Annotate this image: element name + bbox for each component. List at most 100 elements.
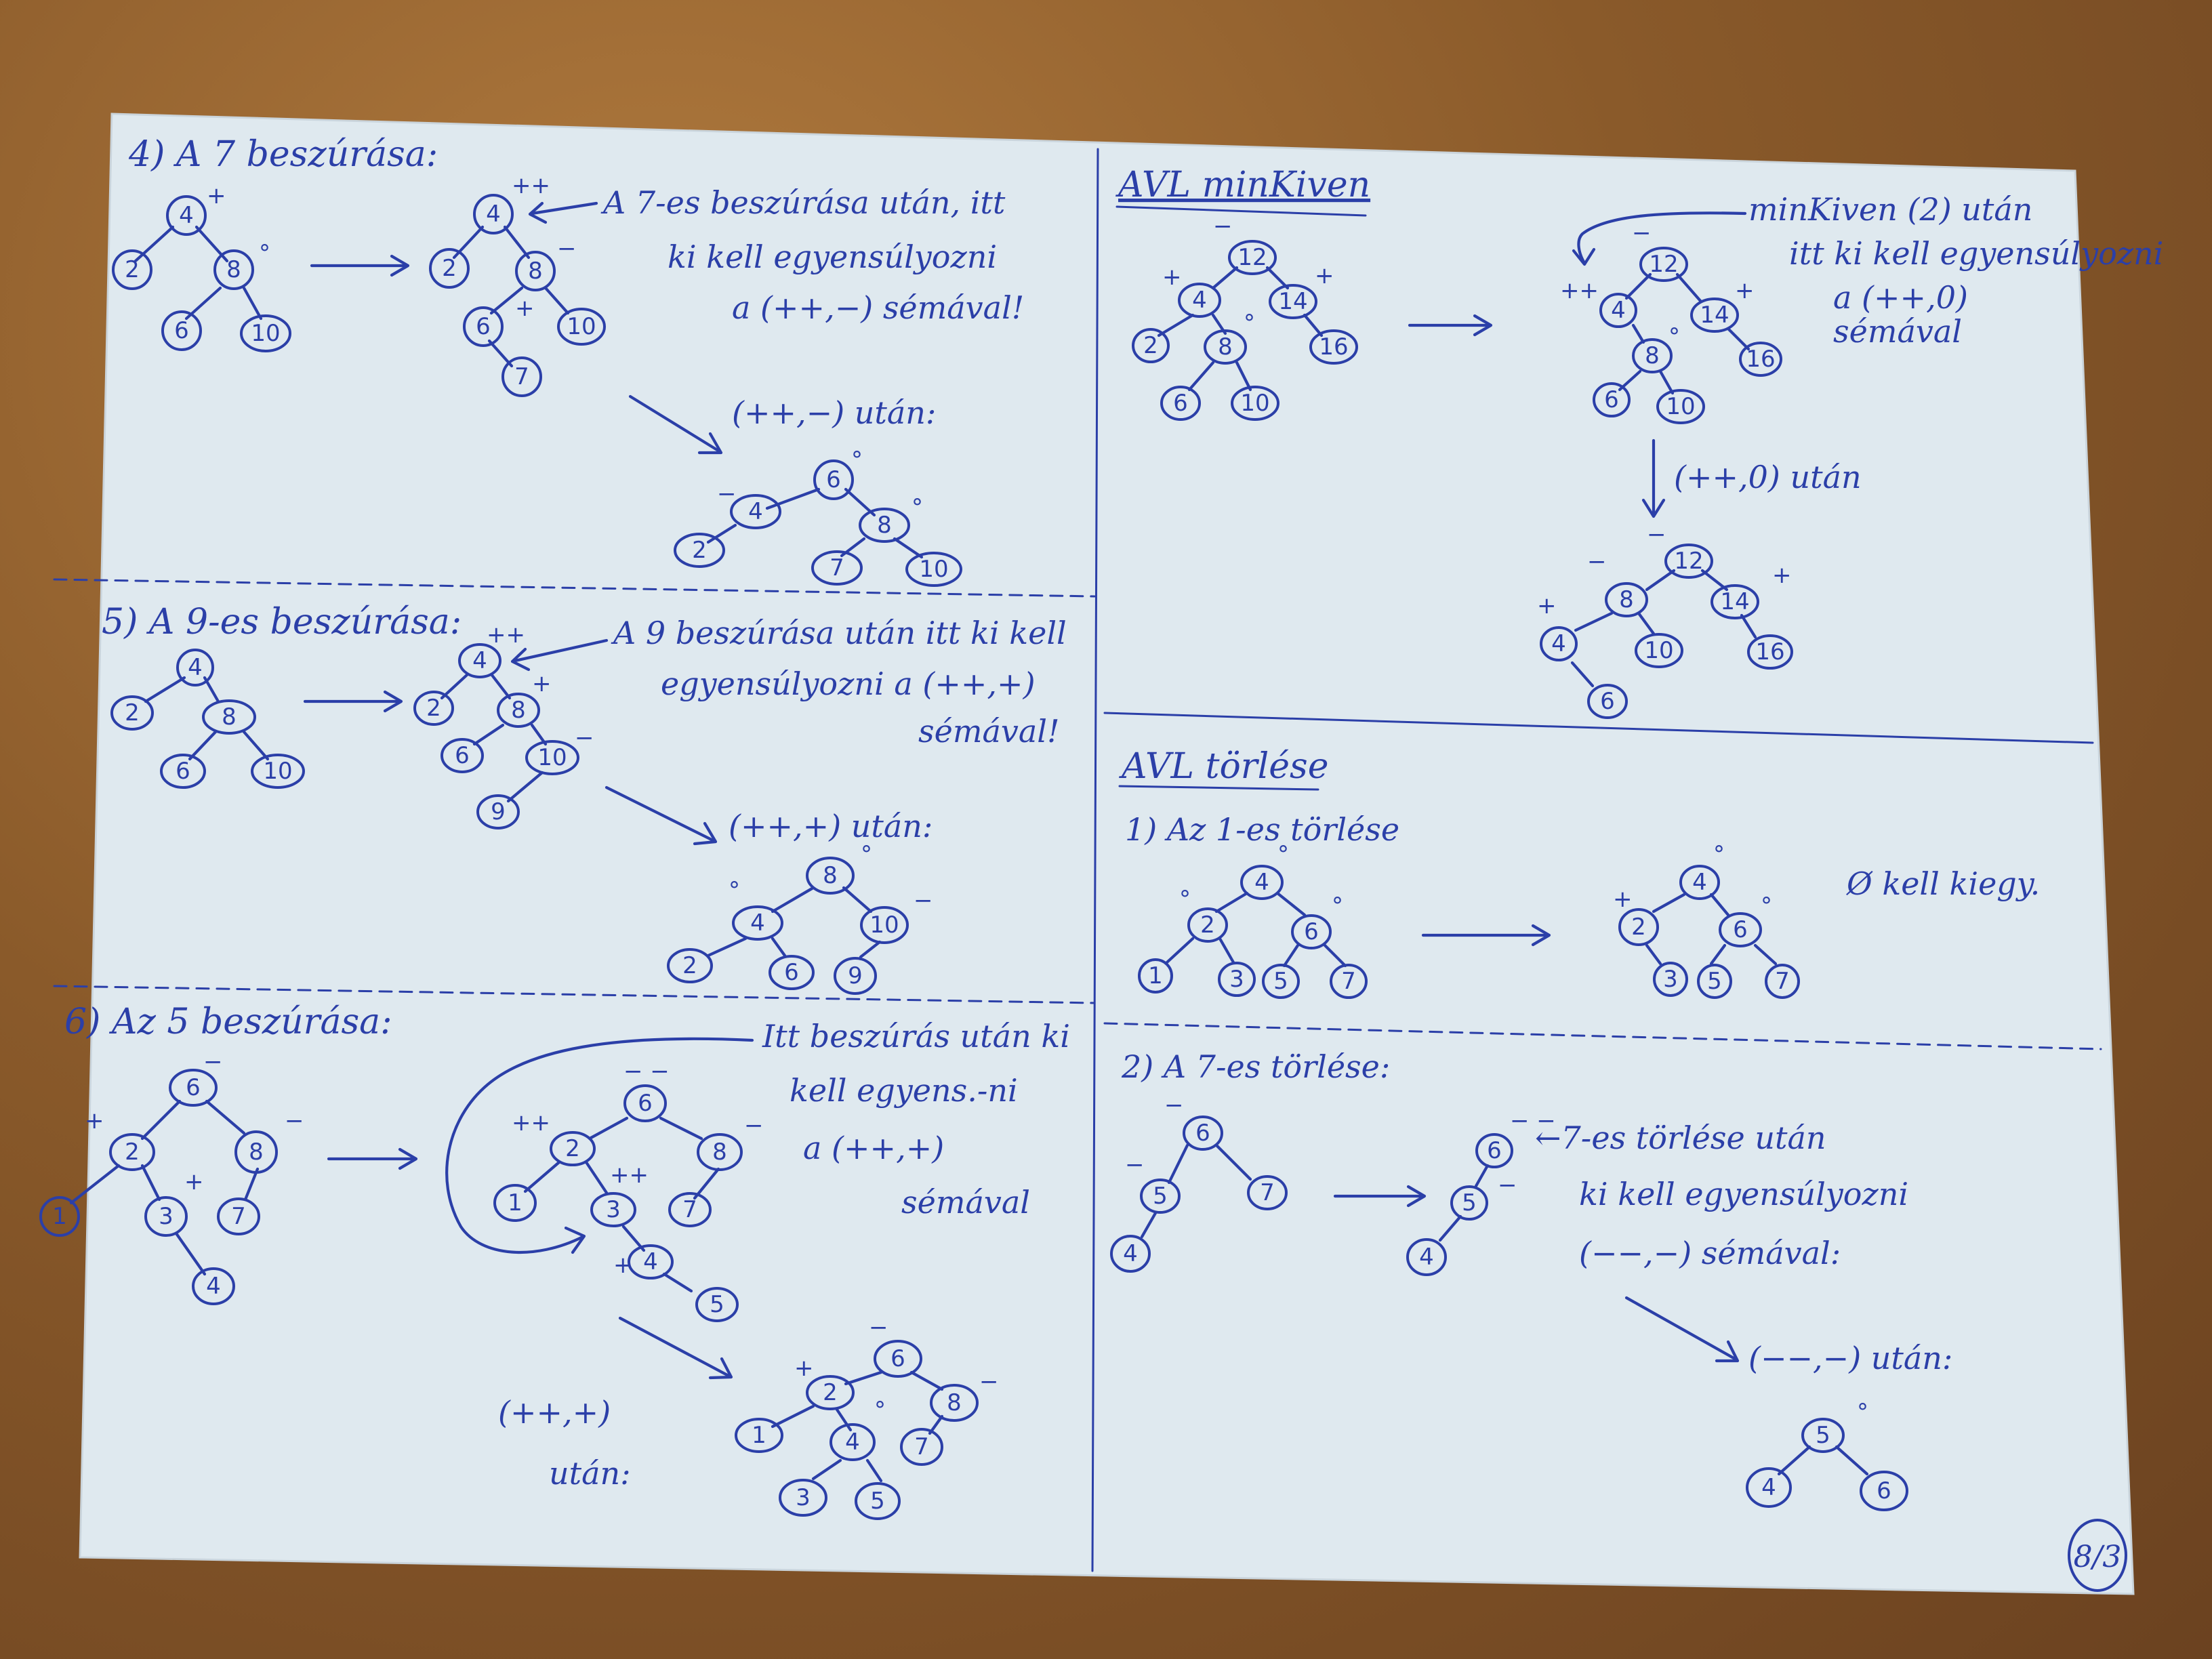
- node: 6: [160, 754, 206, 789]
- node: 6: [1593, 382, 1631, 417]
- node: 1: [493, 1184, 537, 1222]
- node: 4: [192, 1267, 235, 1305]
- node: 8: [515, 251, 556, 291]
- node: 4: [1240, 865, 1284, 900]
- node: 4: [1406, 1238, 1447, 1276]
- arrow: [1624, 1296, 1737, 1361]
- arrow: [618, 1316, 731, 1378]
- node: 3: [590, 1192, 636, 1227]
- torles-sub2: 2) A 7-es törlése:: [1121, 1048, 1390, 1085]
- svg-text:6: 6: [186, 1074, 201, 1101]
- svg-text:4: 4: [1192, 287, 1207, 314]
- svg-text:°: °: [1179, 886, 1191, 913]
- tree-sec6-before: 6 2 8 1 3 7 4 − + − +: [39, 1048, 304, 1305]
- svg-text:10: 10: [1666, 393, 1695, 420]
- node: 2: [1132, 328, 1170, 363]
- arrow: [628, 394, 720, 453]
- node: 4: [1599, 293, 1637, 328]
- svg-text:°: °: [1857, 1399, 1868, 1426]
- svg-text:4: 4: [643, 1248, 658, 1275]
- svg-text:16: 16: [1319, 333, 1348, 361]
- minkiv-title: AVL minKiven: [1115, 165, 1370, 205]
- svg-text:8: 8: [712, 1139, 727, 1166]
- arrow: [605, 785, 715, 842]
- node: 4: [628, 1244, 674, 1279]
- svg-text:8: 8: [947, 1389, 962, 1416]
- node: 2: [667, 948, 713, 983]
- tree-minkiv-before: 12 4 14 2 8 16 6 10 − + + °: [1132, 213, 1358, 421]
- svg-text:2: 2: [426, 695, 441, 722]
- svg-text:14: 14: [1700, 302, 1729, 329]
- svg-text:3: 3: [796, 1484, 811, 1511]
- node: 4: [176, 649, 214, 687]
- svg-text:6: 6: [1487, 1137, 1502, 1164]
- svg-text:5: 5: [1153, 1183, 1168, 1210]
- svg-text:−: −: [979, 1368, 999, 1395]
- svg-text:°: °: [912, 494, 923, 521]
- svg-text:7: 7: [830, 554, 844, 581]
- node: 1: [1138, 958, 1173, 994]
- svg-text:−: −: [869, 1314, 888, 1341]
- node: 7: [668, 1192, 712, 1227]
- svg-text:+: +: [1162, 264, 1182, 291]
- svg-text:4: 4: [188, 654, 203, 681]
- node: 10: [860, 906, 909, 944]
- node: 12: [1228, 240, 1277, 275]
- arrow: [1577, 211, 1747, 265]
- svg-text:8: 8: [823, 862, 838, 889]
- node: 2: [1618, 908, 1659, 946]
- tree-del1-after: 4 2 6 3 5 7 ° + °: [1613, 841, 1800, 999]
- node: 4: [1110, 1235, 1151, 1273]
- sec4-note-3: a (++,−) sémával!: [732, 289, 1024, 326]
- node: 2: [110, 695, 154, 731]
- svg-text:6: 6: [455, 742, 470, 769]
- node: 6: [623, 1084, 667, 1122]
- node: 10: [1656, 389, 1705, 424]
- svg-text:7: 7: [914, 1433, 929, 1460]
- svg-text:6: 6: [1877, 1477, 1891, 1504]
- svg-text:+: +: [1735, 277, 1755, 304]
- node: 10: [557, 308, 606, 346]
- svg-text:4: 4: [179, 202, 194, 229]
- svg-text:2: 2: [682, 952, 697, 979]
- svg-text:4: 4: [1123, 1240, 1138, 1267]
- node: 7: [501, 356, 542, 397]
- node: 7: [1330, 964, 1368, 999]
- sec4-note-2: ki kell egyensúlyozni: [668, 239, 997, 275]
- node: 6: [1183, 1115, 1223, 1151]
- torles-sub2-after: (−−,−) után:: [1748, 1340, 1952, 1376]
- node: 7: [811, 550, 863, 586]
- svg-text:++: ++: [487, 621, 525, 649]
- svg-text:6: 6: [784, 959, 799, 986]
- svg-text:8: 8: [877, 512, 892, 539]
- svg-text:12: 12: [1237, 244, 1267, 271]
- svg-text:°: °: [861, 841, 872, 868]
- tree-del2-before: 6 5 7 4 − −: [1110, 1092, 1288, 1273]
- svg-text:4: 4: [845, 1429, 860, 1456]
- node: 5: [1262, 964, 1300, 999]
- svg-text:−: −: [1587, 548, 1607, 575]
- node: 4: [1679, 865, 1720, 900]
- svg-text:10: 10: [263, 758, 292, 785]
- svg-text:3: 3: [1663, 966, 1678, 993]
- svg-text:1: 1: [508, 1189, 523, 1216]
- node: 8: [497, 693, 540, 728]
- svg-text:+: +: [1537, 592, 1557, 619]
- node: 7: [900, 1428, 943, 1466]
- svg-text:+: +: [207, 182, 226, 209]
- node: 10: [525, 740, 579, 775]
- node: 8: [859, 508, 910, 543]
- sec6-note-1: Itt beszúrás után ki: [762, 1018, 1070, 1054]
- svg-text:2: 2: [1143, 332, 1158, 359]
- svg-text:°: °: [729, 877, 740, 904]
- svg-text:8: 8: [511, 697, 526, 724]
- sec6-after-2: után:: [549, 1455, 631, 1492]
- svg-text:16: 16: [1746, 346, 1775, 373]
- node: 5: [1140, 1179, 1181, 1214]
- node: 5: [855, 1482, 901, 1520]
- svg-text:12: 12: [1649, 251, 1678, 278]
- node: 6: [813, 459, 854, 500]
- node: 4: [166, 195, 207, 236]
- right-divider: [1103, 712, 2094, 744]
